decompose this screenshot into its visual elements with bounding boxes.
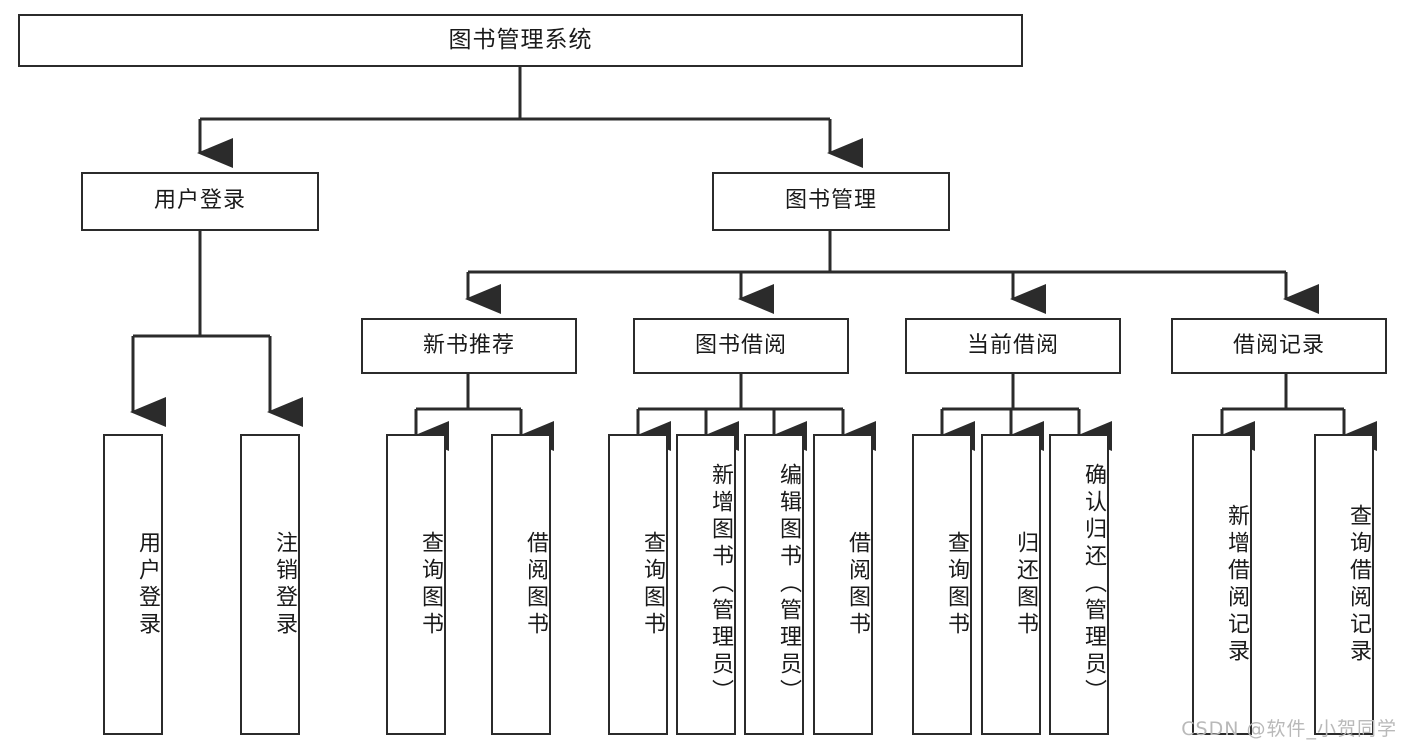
node-leaf-edit-book[interactable]: 编辑图书（管理员） bbox=[744, 434, 804, 735]
node-leaf-confirm-return[interactable]: 确认归还（管理员） bbox=[1049, 434, 1109, 735]
node-leaf-add-book[interactable]: 新增图书（管理员） bbox=[676, 434, 736, 735]
node-label: 借阅图书 bbox=[523, 530, 548, 639]
node-root-book-management-system[interactable]: 图书管理系统 bbox=[18, 14, 1023, 67]
node-label: 编辑图书（管理员） bbox=[776, 463, 801, 706]
node-label: 图书管理系统 bbox=[448, 26, 593, 53]
node-label: 图书管理 bbox=[784, 188, 877, 214]
node-leaf-borrow-book-recommend[interactable]: 借阅图书 bbox=[491, 434, 551, 735]
node-leaf-user-login[interactable]: 用户登录 bbox=[103, 434, 163, 735]
node-label: 用户登录 bbox=[135, 530, 160, 639]
node-label: 查询图书 bbox=[418, 530, 443, 639]
node-label: 当前借阅 bbox=[966, 332, 1059, 358]
node-label: 新增图书（管理员） bbox=[708, 463, 733, 706]
node-leaf-logout[interactable]: 注销登录 bbox=[240, 434, 300, 735]
node-label: 图书借阅 bbox=[694, 332, 787, 358]
node-leaf-query-book-borrow[interactable]: 查询图书 bbox=[608, 434, 668, 735]
node-leaf-borrow-book[interactable]: 借阅图书 bbox=[813, 434, 873, 735]
node-user-login[interactable]: 用户登录 bbox=[81, 172, 319, 231]
node-book-management[interactable]: 图书管理 bbox=[712, 172, 950, 231]
node-label: 归还图书 bbox=[1013, 530, 1038, 639]
node-leaf-query-book-current[interactable]: 查询图书 bbox=[912, 434, 972, 735]
node-label: 新增借阅记录 bbox=[1224, 503, 1249, 666]
node-new-book-recommend[interactable]: 新书推荐 bbox=[361, 318, 577, 374]
node-leaf-query-borrow-record[interactable]: 查询借阅记录 bbox=[1314, 434, 1374, 735]
node-label: 确认归还（管理员） bbox=[1081, 463, 1106, 706]
node-label: 注销登录 bbox=[272, 530, 297, 639]
node-label: 用户登录 bbox=[153, 188, 246, 214]
node-label: 查询借阅记录 bbox=[1346, 503, 1371, 666]
node-leaf-add-borrow-record[interactable]: 新增借阅记录 bbox=[1192, 434, 1252, 735]
node-leaf-return-book[interactable]: 归还图书 bbox=[981, 434, 1041, 735]
node-book-borrow[interactable]: 图书借阅 bbox=[633, 318, 849, 374]
node-borrow-record[interactable]: 借阅记录 bbox=[1171, 318, 1387, 374]
node-label: 借阅图书 bbox=[845, 530, 870, 639]
node-leaf-query-book-recommend[interactable]: 查询图书 bbox=[386, 434, 446, 735]
node-label: 查询图书 bbox=[944, 530, 969, 639]
node-current-borrow[interactable]: 当前借阅 bbox=[905, 318, 1121, 374]
node-label: 查询图书 bbox=[640, 530, 665, 639]
csdn-watermark: CSDN @软件_小贺同学 bbox=[1181, 718, 1397, 740]
node-label: 新书推荐 bbox=[422, 332, 515, 358]
node-label: 借阅记录 bbox=[1232, 332, 1325, 358]
